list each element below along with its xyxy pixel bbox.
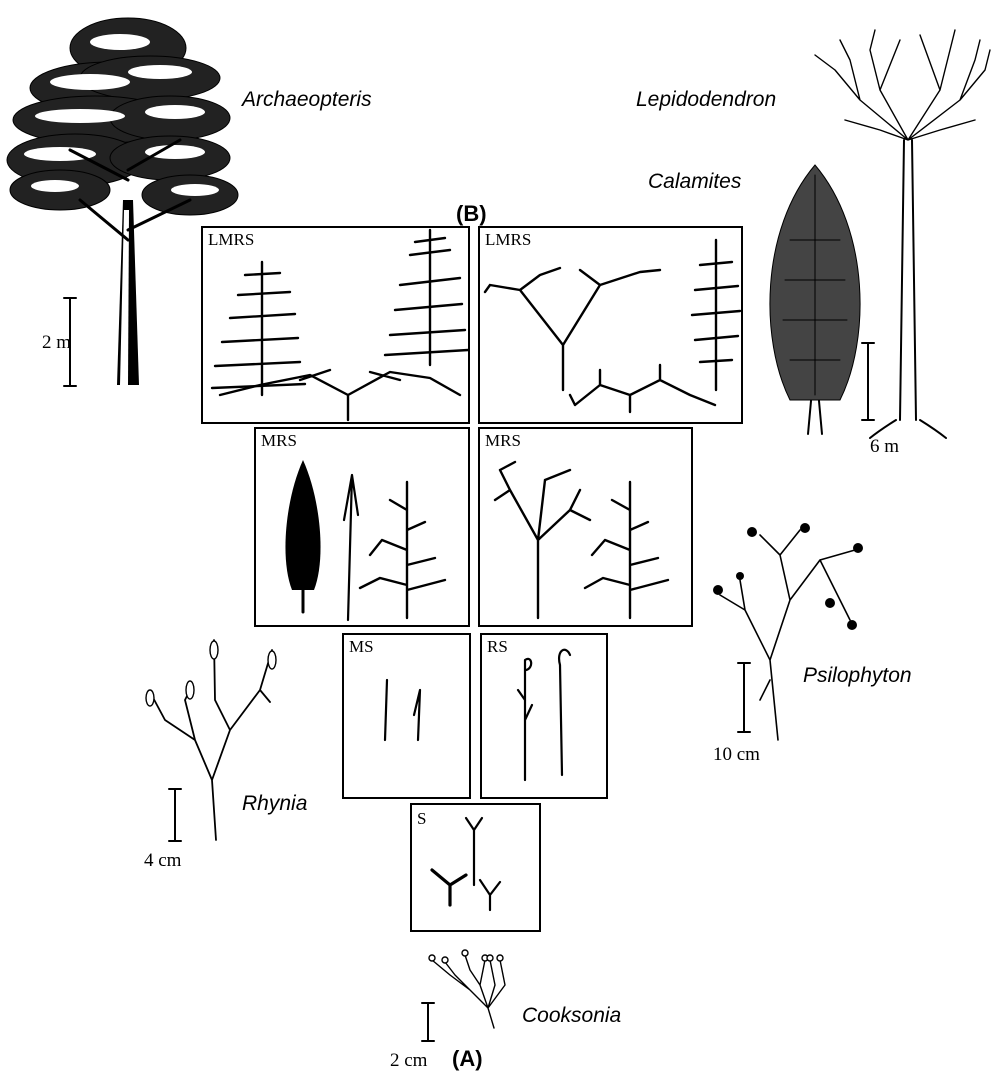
panel-label-b: (B) [456,201,487,226]
box-ms [343,634,470,798]
scale-label-calamites: 6 m [870,436,899,457]
box-label-s: S [417,809,426,828]
taxon-name-calamites: Calamites [648,170,742,193]
scale-bar-calamites [862,343,874,420]
taxon-name-archaeopteris: Archaeopteris [240,88,372,111]
taxon-name-cooksonia: Cooksonia [522,1004,621,1027]
scale-bar-cooksonia [422,1003,434,1041]
box-s [411,804,540,931]
scale-label-archaeopteris: 2 m [42,332,71,353]
scale-label-psilophyton: 10 cm [713,744,760,765]
box-rs [481,634,607,798]
cooksonia-illustration [429,950,505,1028]
box-label-lmrs-right: LMRS [485,230,531,249]
taxon-name-lepidodendron: Lepidodendron [636,88,776,111]
box-lmrs-right [479,227,742,423]
scale-bar-rhynia [169,789,181,841]
scale-bar-psilophyton [738,663,750,732]
taxon-name-rhynia: Rhynia [242,792,307,815]
box-label-mrs-left: MRS [261,431,297,450]
taxon-name-psilophyton: Psilophyton [803,664,912,687]
box-label-lmrs-left: LMRS [208,230,254,249]
box-mrs-right [479,428,692,626]
scale-label-cooksonia: 2 cm [390,1050,428,1071]
calamites-illustration [770,165,860,434]
scale-label-rhynia: 4 cm [144,850,182,871]
box-label-mrs-right: MRS [485,431,521,450]
box-label-ms: MS [349,637,374,656]
panel-label-a: (A) [452,1046,483,1071]
psilophyton-illustration [713,523,863,740]
box-label-rs: RS [487,637,508,656]
